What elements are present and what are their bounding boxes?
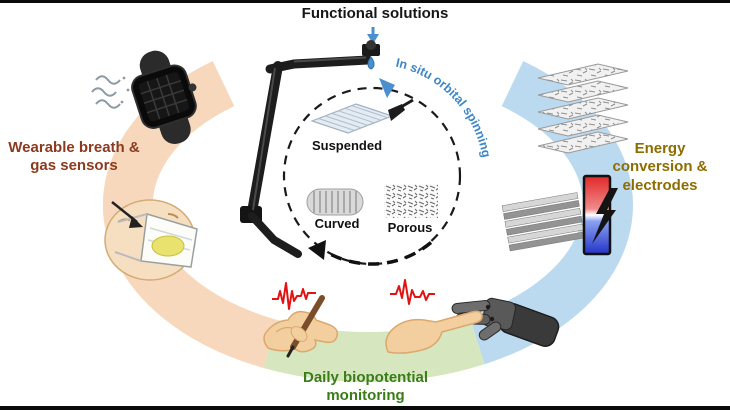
spinning-apparatus-icon [240,40,380,258]
rotation-arrow-icon [308,240,433,266]
top-border [0,0,730,3]
ecg-waveform-left-icon [272,282,316,310]
label-energy-electrodes: Energy conversion & electrodes [612,140,708,194]
bottom-border [0,406,730,410]
mask-arrow-icon [111,201,143,228]
curved-fiber-icon [306,188,364,216]
lightning-bolt-icon [592,188,618,244]
human-robot-hands-icon [385,297,560,354]
face-mask-icon [104,199,198,281]
feed-arrow-icon [367,27,379,44]
title-functional-solutions: Functional solutions [301,5,449,22]
rotation-dashed-circle [282,86,462,266]
smartwatch-icon [131,50,197,144]
label-wearable-sensors: Wearable breath & gas sensors [8,139,140,175]
hand-pen-icon [263,295,339,358]
label-suspended: Suspended [311,138,383,153]
label-biopotential-monitoring: Daily biopotential monitoring [302,369,428,405]
nanofiber-stack-icon [537,63,629,154]
orbital-spinning-arc-text: In situ orbital spinning [395,56,494,159]
label-porous: Porous [387,220,433,235]
suspended-membrane-icon [310,98,414,134]
orbital-spinning-textpath: In situ orbital spinning [395,56,494,159]
porous-membrane-icon [384,184,438,218]
spinning-direction-arrow-icon [379,78,395,98]
droplet-icon [367,56,375,70]
ecg-waveform-right-icon [390,279,435,305]
label-curved: Curved [314,216,360,231]
breath-waves-icon [91,75,130,109]
electrode-stack-icon [501,192,586,252]
